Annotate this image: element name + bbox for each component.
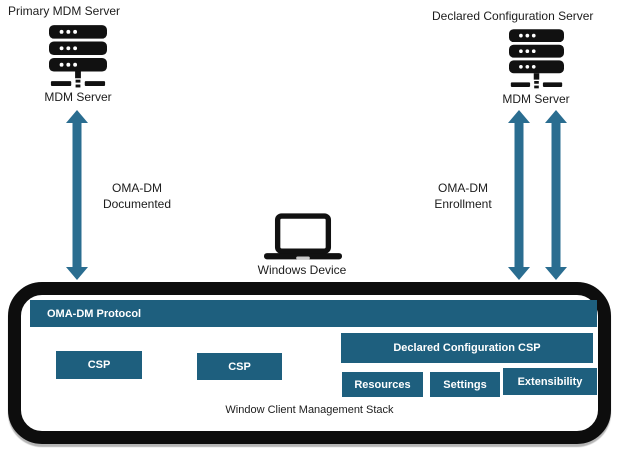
primary-server-label: MDM Server — [44, 90, 112, 104]
right-connection-line2: Enrollment — [434, 197, 492, 211]
windows-device-label: Windows Device — [257, 263, 347, 277]
stack-caption: Window Client Management Stack — [225, 404, 394, 416]
double-arrow-icon — [545, 110, 567, 280]
left-connection-line1: OMA-DM — [112, 181, 162, 195]
declared-server-label: MDM Server — [502, 92, 570, 106]
oma-dm-protocol-bar: OMA-DM Protocol — [30, 300, 597, 327]
declared-configuration-csp-box: Declared Configuration CSP — [341, 333, 593, 363]
laptop-icon — [264, 213, 342, 260]
primary-server-title: Primary MDM Server — [8, 4, 121, 18]
settings-box: Settings — [430, 372, 500, 397]
right-connection-label: OMA-DM Enrollment — [418, 180, 508, 212]
server-icon — [509, 29, 564, 89]
left-connection-line2: Documented — [102, 197, 172, 211]
left-connection-label: OMA-DM Documented — [92, 180, 182, 212]
double-arrow-icon — [508, 110, 530, 280]
csp-box-left: CSP — [56, 351, 142, 379]
resources-box: Resources — [342, 372, 423, 397]
double-arrow-icon — [66, 110, 88, 280]
declared-server-title: Declared Configuration Server — [432, 9, 594, 23]
extensibility-box: Extensibility — [503, 368, 597, 395]
csp-box-middle: CSP — [197, 353, 282, 380]
right-connection-line1: OMA-DM — [438, 181, 488, 195]
server-icon — [49, 25, 107, 88]
